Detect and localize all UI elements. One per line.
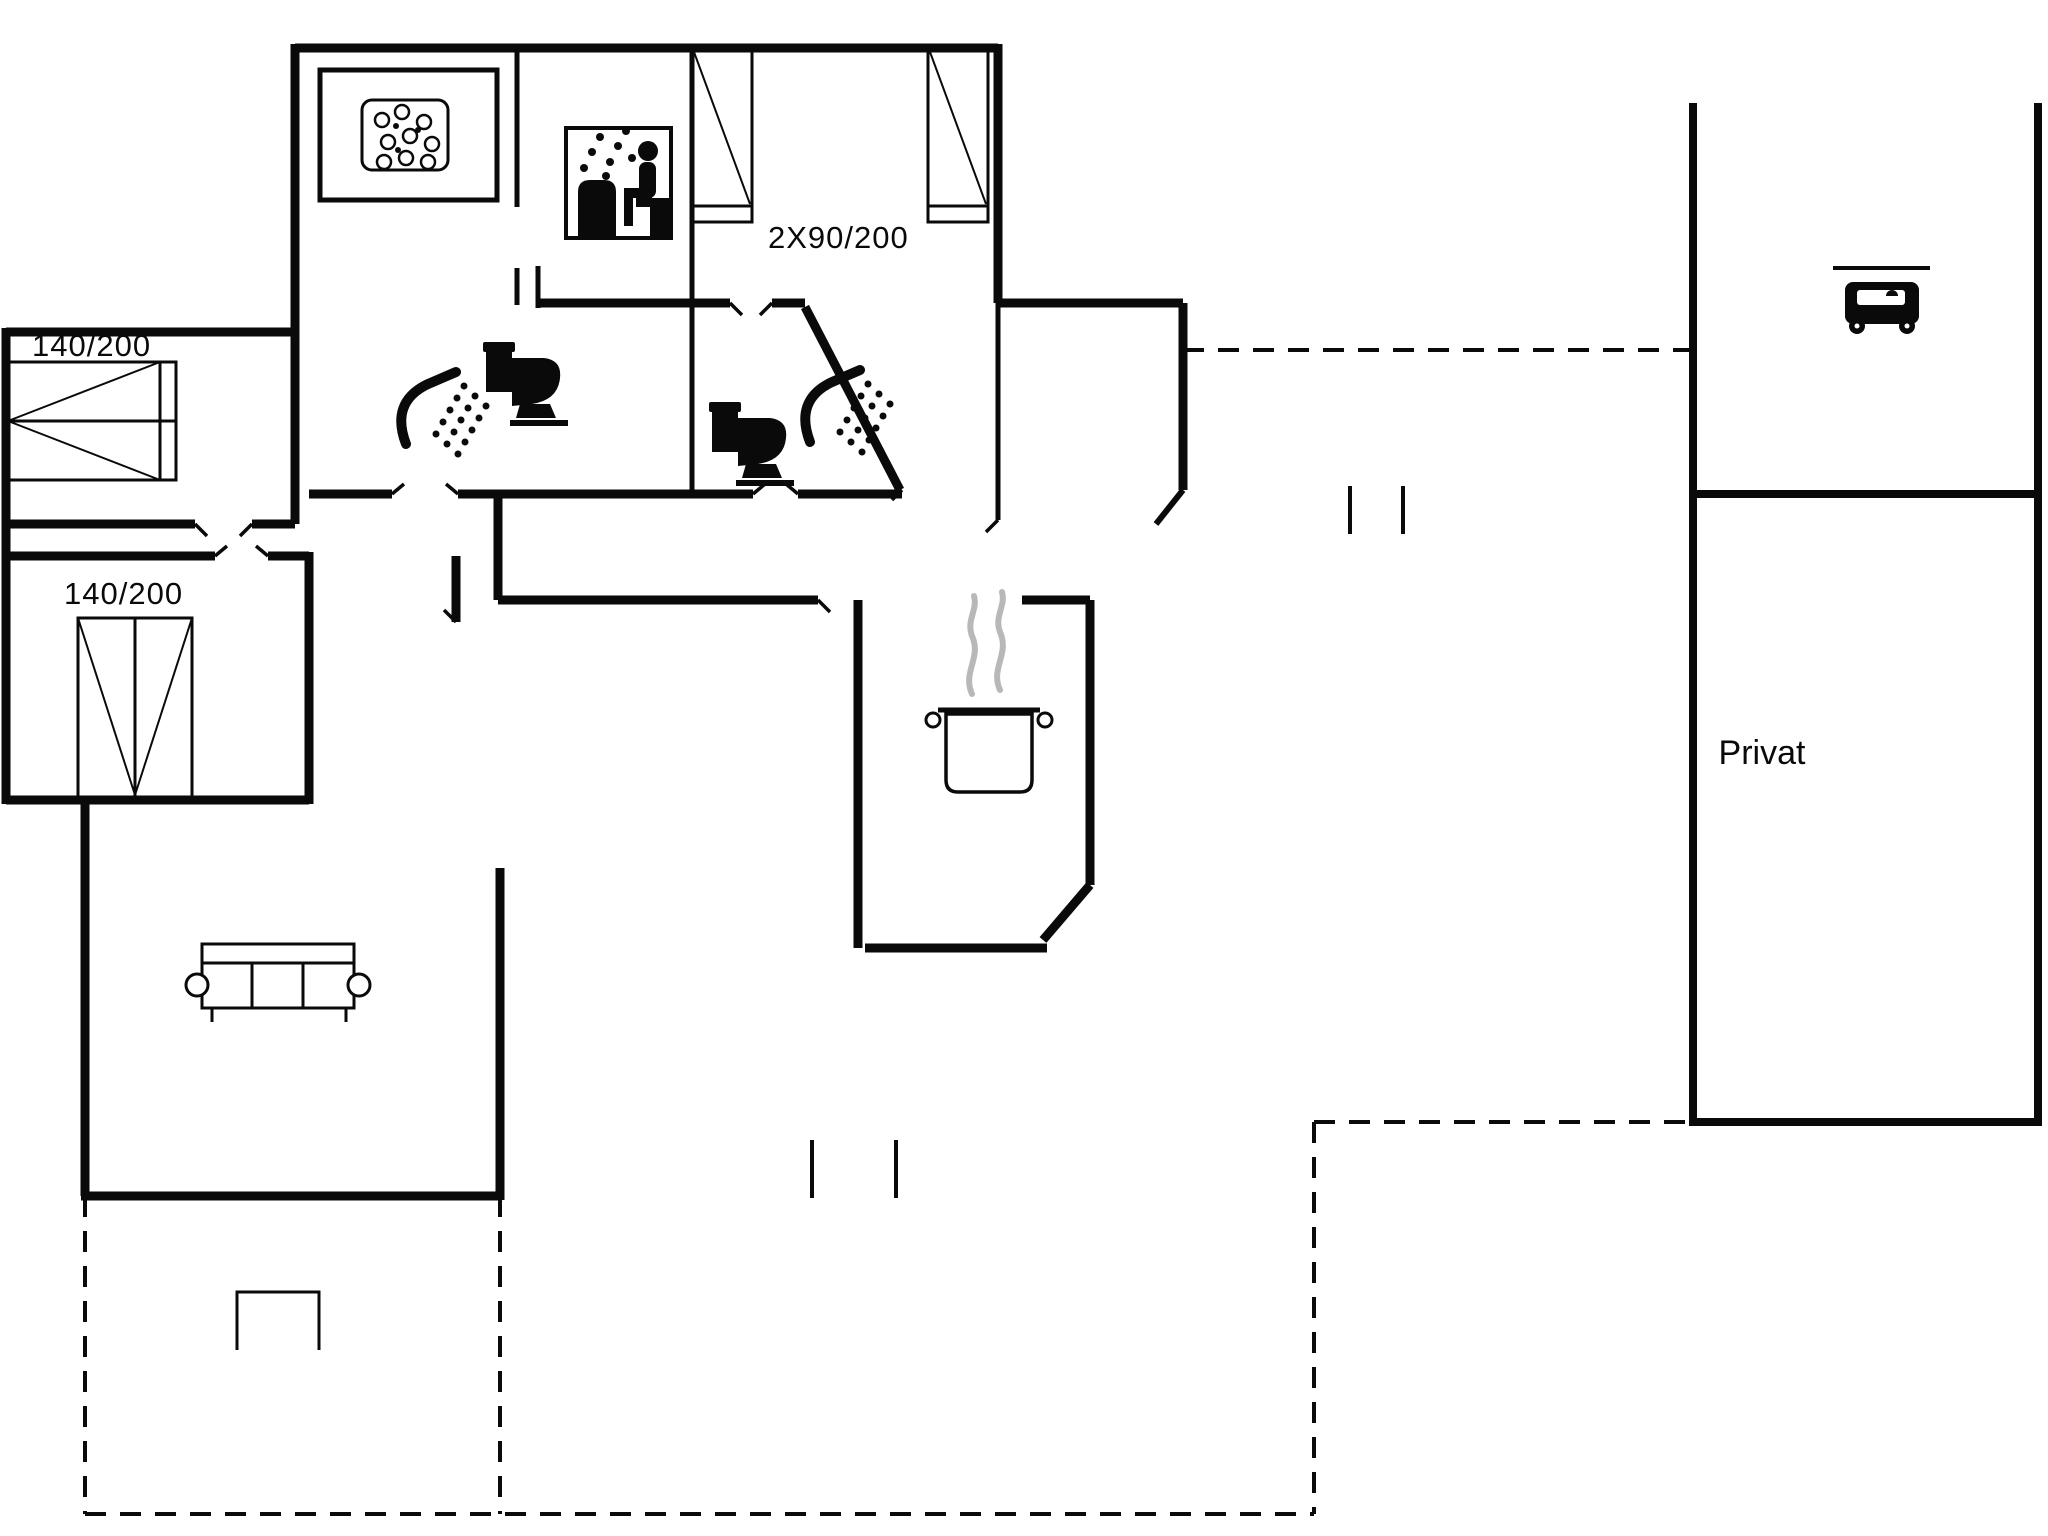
whirlpool-icon bbox=[317, 67, 500, 203]
sauna-icon bbox=[564, 126, 673, 240]
toilet-icon bbox=[483, 342, 568, 426]
glass-door-jamb-marks bbox=[810, 486, 1405, 1198]
entry-door-leaf bbox=[1153, 488, 1186, 526]
shower-icon bbox=[396, 367, 490, 458]
sofa-icon bbox=[184, 942, 372, 1022]
door-opening-ticks bbox=[193, 301, 1000, 624]
partition-walls bbox=[514, 48, 1001, 520]
exterior-and-interior-walls bbox=[1, 43, 1188, 1201]
terrace-dashed-boundaries bbox=[83, 348, 1693, 1516]
shower-icon bbox=[800, 365, 894, 456]
bed-icon-2x90-200 bbox=[690, 48, 990, 224]
car-icon bbox=[1833, 266, 1930, 334]
toilet-icon bbox=[709, 402, 794, 486]
cooking-pot-icon bbox=[924, 589, 1054, 794]
bed-size-label-west: 140/200 bbox=[32, 328, 151, 363]
bed-size-label-south: 140/200 bbox=[64, 576, 183, 611]
private-room-label: Privat bbox=[1719, 734, 1806, 772]
terrace-step-rect bbox=[235, 1290, 321, 1350]
bed-size-label-double: 2X90/200 bbox=[768, 220, 909, 255]
bed-icon-140-200-west bbox=[6, 360, 178, 482]
carport-and-private-room-walls bbox=[1689, 103, 2042, 1126]
bed-icon-140-200-south bbox=[76, 616, 194, 802]
